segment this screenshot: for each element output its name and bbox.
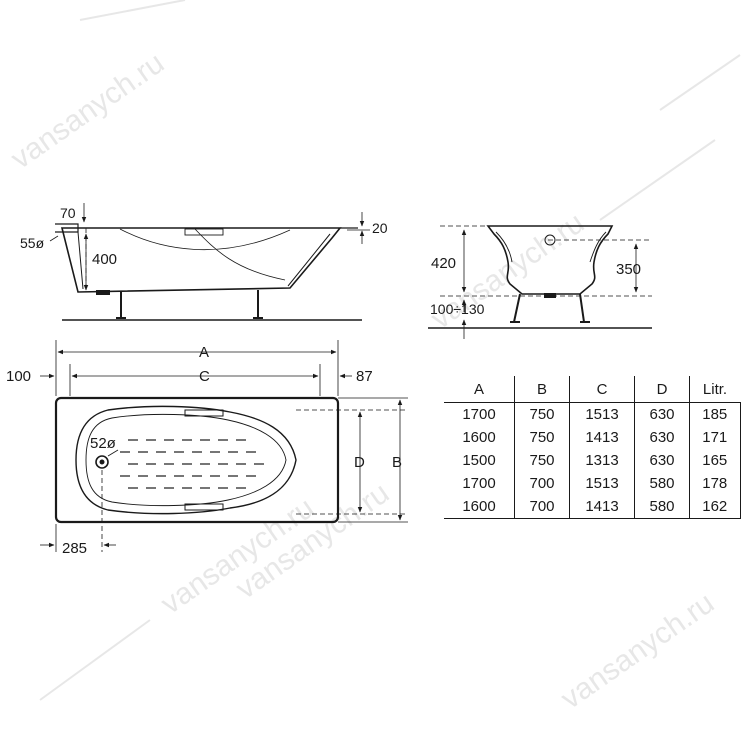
- dim-overflow-diameter: 55ø: [20, 235, 45, 251]
- dim-height-side: 400: [92, 251, 117, 268]
- watermarks: vansanych.ru vansanych.ru vansanych.ru v…: [5, 0, 741, 716]
- table-cell: 1700: [444, 402, 515, 426]
- dim-drain-offset: 285: [62, 540, 87, 557]
- table-cell: 750: [514, 426, 570, 449]
- table-row: 1700 750 1513 630 185: [444, 402, 741, 426]
- table-cell: 700: [514, 472, 570, 495]
- table-header-C: C: [569, 376, 635, 403]
- dim-label-B: B: [392, 454, 402, 471]
- end-overflow: [544, 234, 556, 246]
- end-view: 420 350 100÷130: [428, 225, 652, 339]
- dimensions-table: A B C D Litr. 1700 750 1513 630 185 1600…: [444, 376, 741, 519]
- table-cell: 1413: [569, 426, 635, 449]
- side-tub-outline: [60, 227, 342, 293]
- side-waste: [96, 290, 110, 295]
- table-cell: 185: [689, 402, 741, 426]
- table-cell: 165: [689, 449, 741, 472]
- table-cell: 171: [689, 426, 741, 449]
- watermark-1: vansanych.ru: [5, 46, 170, 175]
- watermark-5: vansanych.ru: [555, 586, 720, 715]
- dim-label-D: D: [354, 454, 365, 471]
- plan-handle-top: [184, 409, 224, 417]
- side-view: 70 55ø 400 20: [20, 203, 388, 321]
- plan-view: 52ø A C 100 87 D B 285: [6, 340, 408, 557]
- side-handle: [184, 228, 224, 236]
- dim-drain-diameter: 52ø: [90, 435, 116, 452]
- table-cell: 1500: [462, 452, 496, 469]
- dim-leg-range: 100÷130: [430, 301, 485, 317]
- table-row: 1700 700 1513 580 178: [444, 472, 741, 495]
- table-cell: 1413: [569, 495, 635, 519]
- end-legs: [510, 293, 590, 323]
- dim-left-offset: 100: [6, 368, 31, 385]
- table-cell: 750: [514, 449, 570, 472]
- side-legs: [116, 290, 263, 319]
- plan-antislip-pattern: [120, 439, 264, 489]
- table-cell: 1513: [569, 472, 635, 495]
- table-cell: 580: [634, 472, 690, 495]
- table-cell: 1313: [569, 449, 635, 472]
- dim-rim-width: 70: [60, 205, 76, 221]
- table-cell: 1600: [444, 495, 515, 519]
- table-cell: 630: [634, 402, 690, 426]
- plan-handle-bottom: [184, 503, 224, 511]
- table-cell: 580: [634, 495, 690, 519]
- table-header-A: A: [473, 380, 484, 398]
- table-header-B: B: [514, 376, 570, 403]
- table-cell: 750: [514, 402, 570, 426]
- table-cell: 178: [689, 472, 741, 495]
- table-cell: 1513: [569, 402, 635, 426]
- table-header-D: D: [634, 376, 690, 403]
- table-row: 1600 750 1413 630 171: [444, 426, 741, 449]
- table-cell: 1600: [462, 429, 496, 446]
- dim-label-C: C: [199, 368, 210, 385]
- table-cell: 630: [634, 449, 690, 472]
- plan-basin-outline: [75, 405, 297, 515]
- dim-rim-edge: 20: [372, 220, 388, 236]
- table-header-row: A B C D Litr.: [444, 376, 740, 403]
- table-cell: 162: [689, 495, 741, 519]
- dim-height-total: 420: [431, 255, 456, 272]
- dim-height-inner: 350: [616, 261, 641, 278]
- table-row: 1600 700 1413 580 162: [444, 495, 741, 519]
- table-cell: 630: [634, 426, 690, 449]
- plan-tub-outline: [54, 396, 340, 524]
- table-cell: 1700: [462, 475, 496, 492]
- dim-right-offset: 87: [356, 368, 373, 385]
- table-header-litr: Litr.: [689, 376, 740, 403]
- dim-label-A: A: [199, 344, 209, 361]
- table-row: 1500 750 1313 630 165: [444, 449, 741, 472]
- table-cell: 700: [514, 495, 570, 519]
